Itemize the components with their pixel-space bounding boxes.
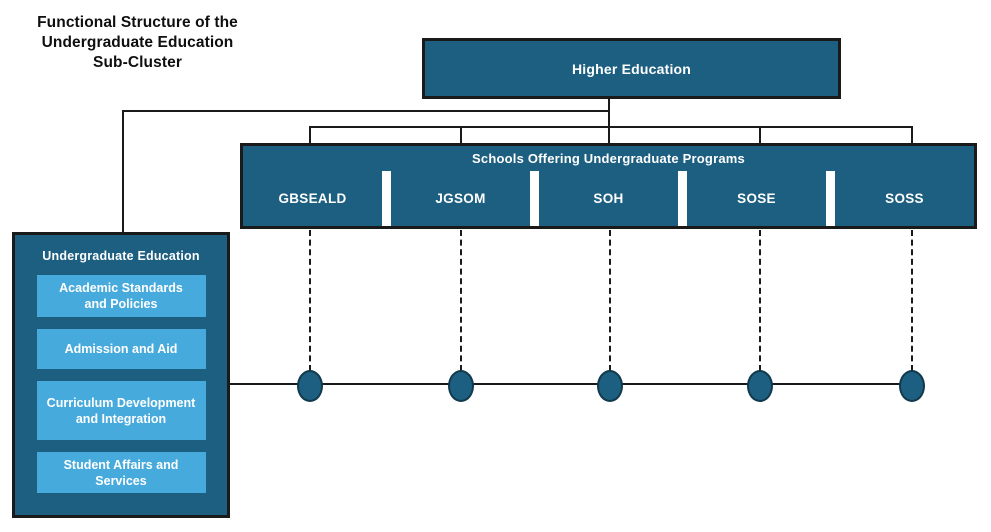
dashed-connector-gbseald <box>309 230 311 371</box>
schools-row: GBSEALD JGSOM SOH SOSE SOSS <box>243 171 974 226</box>
connector-dot-soss <box>899 370 925 402</box>
school-label-gbseald: GBSEALD <box>278 191 347 206</box>
undergraduate-education-title: Undergraduate Education <box>42 249 200 263</box>
function-label-admission-and-aid: Admission and Aid <box>64 342 178 356</box>
school-cell-gbseald: GBSEALD <box>243 171 382 226</box>
connector-dot-gbseald <box>297 370 323 402</box>
undergraduate-education-box: Undergraduate Education Academic Standar… <box>12 232 230 518</box>
connector-coordination-line <box>230 383 914 385</box>
schools-header: Schools Offering Undergraduate Programs <box>472 151 745 166</box>
connector-dot-jgsom <box>448 370 474 402</box>
higher-education-box: Higher Education <box>422 38 841 99</box>
higher-education-label: Higher Education <box>571 60 692 77</box>
school-cell-soss: SOSS <box>835 171 974 226</box>
connector-tick-jgsom <box>460 127 462 144</box>
school-cell-soh: SOH <box>539 171 678 226</box>
dashed-connector-jgsom <box>460 230 462 371</box>
school-label-jgsom: JGSOM <box>435 191 486 206</box>
diagram-title-line-1: Functional Structure of the <box>37 14 238 31</box>
diagram-title: Functional Structure of the Undergraduat… <box>15 13 260 73</box>
function-item-academic-standards-and-policies: Academic Standards and Policies <box>36 275 206 317</box>
connector-left-branch-horizontal <box>122 110 610 112</box>
schools-bar: Schools Offering Undergraduate Programs … <box>240 143 977 229</box>
school-cell-jgsom: JGSOM <box>391 171 530 226</box>
function-label-curriculum-development-and-integration: Curriculum Development and Integration <box>46 395 196 426</box>
dashed-connector-soss <box>911 230 913 371</box>
school-label-soh: SOH <box>593 191 624 206</box>
connector-dot-soh <box>597 370 623 402</box>
connector-left-branch-vertical <box>122 110 124 233</box>
dashed-connector-soh <box>609 230 611 371</box>
connector-tick-soh <box>608 127 610 144</box>
school-cell-sose: SOSE <box>687 171 826 226</box>
connector-schools-bracket <box>309 126 913 128</box>
connector-higher-ed-drop <box>608 98 610 128</box>
function-item-admission-and-aid: Admission and Aid <box>36 329 206 369</box>
connector-dot-sose <box>747 370 773 402</box>
school-label-soss: SOSS <box>885 191 924 206</box>
dashed-connector-sose <box>759 230 761 371</box>
school-label-sose: SOSE <box>737 191 776 206</box>
connector-tick-gbseald <box>309 127 311 144</box>
function-label-student-affairs-and-services: Student Affairs and Services <box>63 457 179 488</box>
function-item-student-affairs-and-services: Student Affairs and Services <box>36 452 206 493</box>
function-label-academic-standards-and-policies: Academic Standards and Policies <box>59 281 183 311</box>
connector-tick-soss <box>911 127 913 144</box>
function-item-curriculum-development-and-integration: Curriculum Development and Integration <box>36 381 206 440</box>
connector-tick-sose <box>759 127 761 144</box>
diagram-title-line-2: Undergraduate Education <box>41 34 234 51</box>
diagram-title-line-3: Sub-Cluster <box>93 54 182 71</box>
undergraduate-education-functions: Academic Standards and Policies Admissio… <box>15 275 227 493</box>
